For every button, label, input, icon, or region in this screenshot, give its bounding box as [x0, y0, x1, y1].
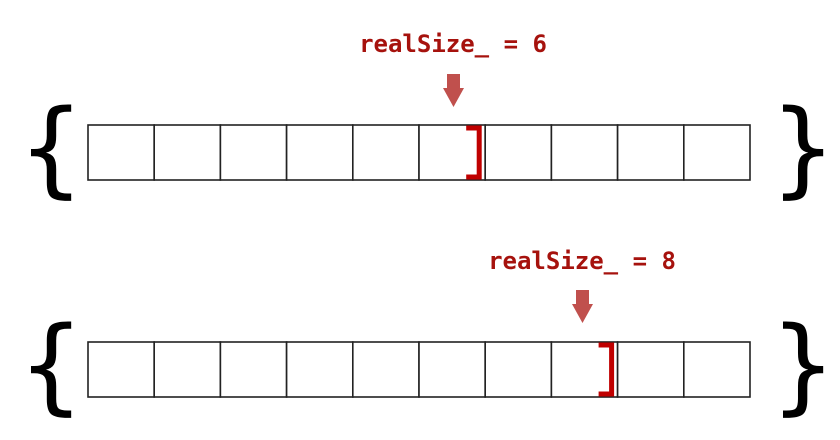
array-cell: [351, 124, 420, 181]
real-size-label-1: realSize_ = 6: [359, 30, 547, 58]
array-cell: [153, 341, 222, 398]
array-row-2: realSize_ = 8 { }: [18, 247, 836, 426]
array-cell: [285, 124, 354, 181]
real-size-marker-2: [598, 342, 615, 397]
array-cell: [418, 341, 486, 398]
open-brace-2: {: [18, 304, 84, 426]
array-cell: [351, 341, 420, 398]
array-cell: [550, 124, 619, 181]
close-brace-2: }: [770, 304, 836, 426]
close-brace-1: }: [770, 87, 836, 209]
array-cell: [616, 341, 685, 398]
array-cell: [219, 124, 288, 181]
array-cell: [153, 124, 222, 181]
array-cell: [87, 341, 155, 398]
array-cell: [682, 341, 751, 398]
real-size-label-2: realSize_ = 8: [488, 247, 676, 275]
array-cell: [616, 124, 685, 181]
pointer-arrow-icon-2: [572, 290, 593, 323]
array-row-1: realSize_ = 6 { }: [18, 30, 836, 209]
array-cell: [418, 124, 486, 181]
pointer-arrow-icon-1: [443, 74, 464, 107]
array-cell: [285, 341, 354, 398]
array-cell: [87, 124, 155, 181]
open-brace-1: {: [18, 87, 84, 209]
array-cell: [682, 124, 751, 181]
array-cell: [550, 341, 619, 398]
array-cell: [484, 124, 553, 181]
array-cell: [219, 341, 288, 398]
array-cell: [484, 341, 553, 398]
array-cells-1: [87, 124, 751, 181]
real-size-marker-1: [466, 125, 482, 180]
array-cells-2: [87, 341, 751, 398]
